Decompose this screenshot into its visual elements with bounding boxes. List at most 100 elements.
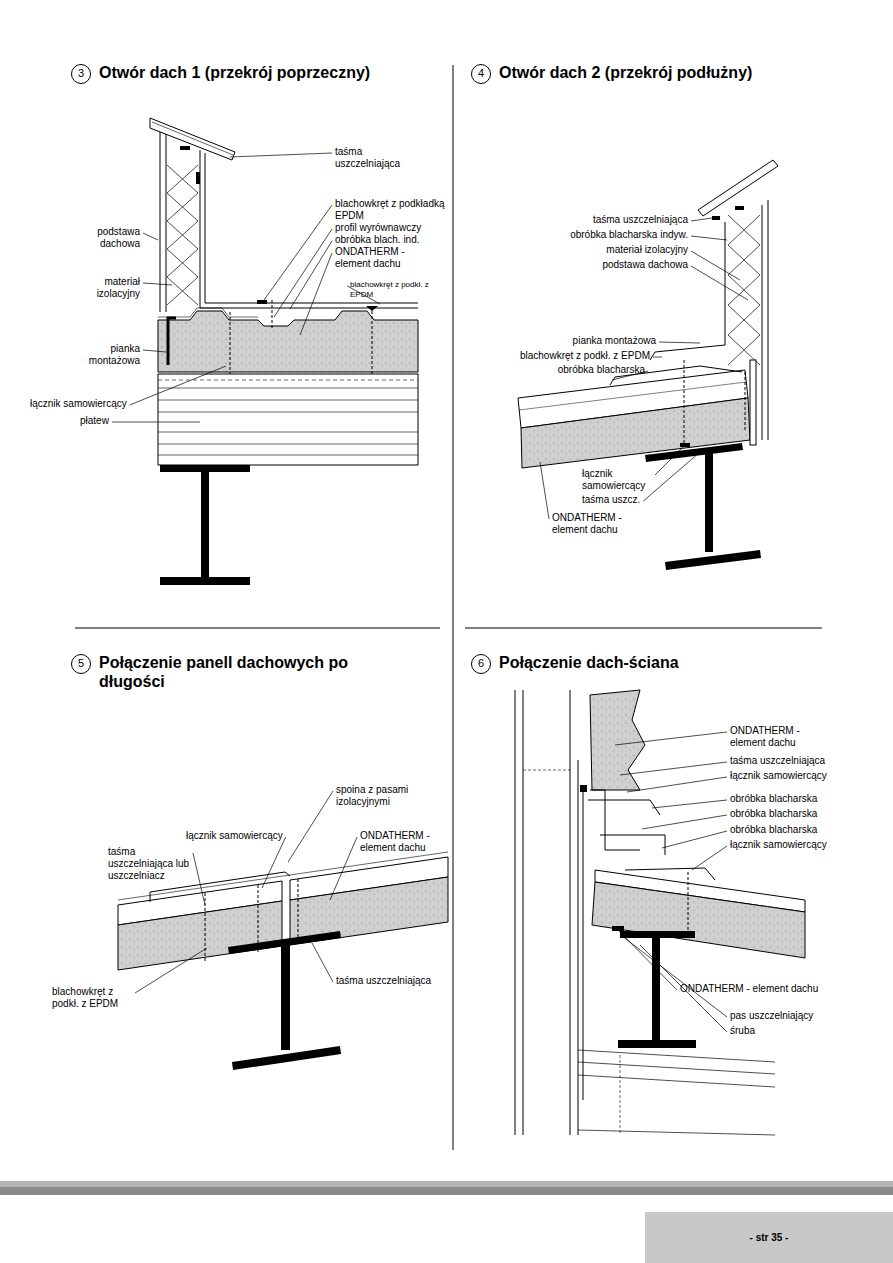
drawing-part [583, 792, 584, 1100]
part-label: łącznik samowiercący [730, 839, 827, 851]
drawing-part [519, 382, 746, 410]
drawing-part [684, 360, 685, 446]
part-label: obróbka blacharska [558, 364, 645, 376]
part-label: łącznik samowiercący [30, 398, 127, 410]
part-label: blachowkręt z podkł. z EPDM [52, 986, 132, 1010]
drawing-part [372, 306, 373, 374]
drawing-part [150, 872, 290, 902]
leader-line [615, 732, 727, 745]
part-label: ONDATHERM - element dachu [552, 512, 632, 536]
part-label: materiał izolacyjny [606, 244, 688, 256]
callout-circle: 5Połączenie panell dachowych po długości [71, 654, 91, 674]
callout-number: 3 [72, 65, 90, 82]
drawing-part [232, 1046, 341, 1070]
section-heading: Połączenie panell dachowych po długości [99, 653, 374, 691]
callout-circle: 4Otwór dach 2 (przekrój podłużny) [471, 64, 491, 84]
part-label: taśma uszczelniająca [336, 975, 431, 987]
leader-line [642, 815, 727, 829]
drawing-part [728, 215, 760, 365]
part-label: taśma uszcz. [582, 494, 640, 506]
part-label: podstawa dachowa [70, 226, 140, 250]
drawing-part [750, 360, 756, 445]
drawing-part [590, 790, 640, 850]
part-label: taśma uszczelniająca lub uszczelniacz [108, 846, 190, 882]
drawing-part [158, 455, 418, 456]
part-label: obróbka blacharska [730, 793, 817, 805]
part-label: ONDATHERM - element dachu [730, 725, 810, 749]
drawing-part [158, 444, 418, 445]
leader-line [655, 446, 684, 475]
leader-line [274, 229, 332, 317]
part-label: pianka montażowa [573, 335, 656, 347]
drawing-part [160, 577, 250, 585]
drawing-part [590, 690, 645, 790]
callout-number: 5 [72, 655, 90, 672]
part-label: płatew [80, 415, 109, 427]
leader-line [540, 462, 549, 519]
part-label: blachowkręt z podkładką EPDM [335, 198, 450, 222]
section-heading: Otwór dach 1 (przekrój poprzeczny) [99, 63, 370, 82]
drawing-part [158, 308, 258, 317]
drawing-part [302, 937, 314, 941]
drawing-part [620, 931, 695, 938]
drawing-part [167, 165, 198, 305]
panel-length-joint [118, 852, 448, 1070]
drawing-part [705, 450, 713, 552]
part-label: blachowkręt z podkł. z EPDM [520, 350, 650, 362]
part-label: obróbka blach. ind. [335, 234, 420, 246]
page-frame [0, 65, 893, 1195]
part-label: taśma uszczelniająca [335, 146, 415, 170]
leader-line [262, 837, 286, 888]
drawing-part [272, 300, 273, 328]
drawing-part [158, 388, 418, 389]
drawing-part [118, 901, 282, 970]
leader-line [691, 218, 712, 221]
drawing-part [152, 122, 233, 155]
leader-line [143, 350, 166, 352]
drawing-part [298, 879, 299, 944]
leader-line [691, 236, 727, 240]
drawing-part [712, 216, 720, 220]
page-number: - str 35 - [750, 1232, 789, 1243]
callout-circle: 3Otwór dach 1 (przekrój poprzeczny) [71, 64, 91, 84]
part-label: obróbka blacharska [730, 808, 817, 820]
leader-line [653, 357, 662, 358]
part-label: pianka montażowa [70, 343, 140, 367]
drawing-part [728, 215, 760, 365]
drawing-part [158, 311, 418, 372]
part-label: łącznik samowiercący [730, 770, 827, 782]
part-label: śruba [730, 1025, 755, 1037]
drawing-part [0, 1181, 893, 1187]
part-label: ONDATHERM - element dachu [680, 983, 818, 995]
drawing-part [521, 398, 750, 468]
drawing-part [515, 690, 578, 1135]
drawing-part [588, 800, 660, 815]
drawing-part [453, 65, 454, 1150]
leader-line [691, 251, 740, 280]
leader-line [230, 153, 332, 157]
drawing-part [735, 206, 744, 210]
roof-opening-longitudinal-section [518, 160, 778, 570]
leader-line [662, 831, 727, 848]
callout-number: 6 [472, 655, 490, 672]
leader-line [135, 948, 207, 993]
drawing-part [580, 785, 587, 792]
leader-line [143, 233, 158, 240]
drawing-part [257, 300, 267, 304]
section-heading: Otwór dach 2 (przekrój podłużny) [499, 63, 752, 82]
leader-line [112, 422, 200, 423]
part-label: materiał izolacyjny [70, 276, 140, 300]
leader-line [143, 283, 172, 285]
leader-line [264, 205, 332, 300]
section-heading: Połączenie dach-ściana [499, 653, 679, 672]
drawing-part [366, 306, 378, 311]
part-label: pas uszczelniający [730, 1010, 813, 1022]
drawing-part [620, 1055, 621, 1135]
drawing-part [523, 770, 570, 771]
drawing-part [618, 1040, 696, 1048]
leader-line [330, 837, 357, 900]
page-number-box: - str 35 - [645, 1212, 893, 1263]
drawing-part [158, 374, 418, 465]
